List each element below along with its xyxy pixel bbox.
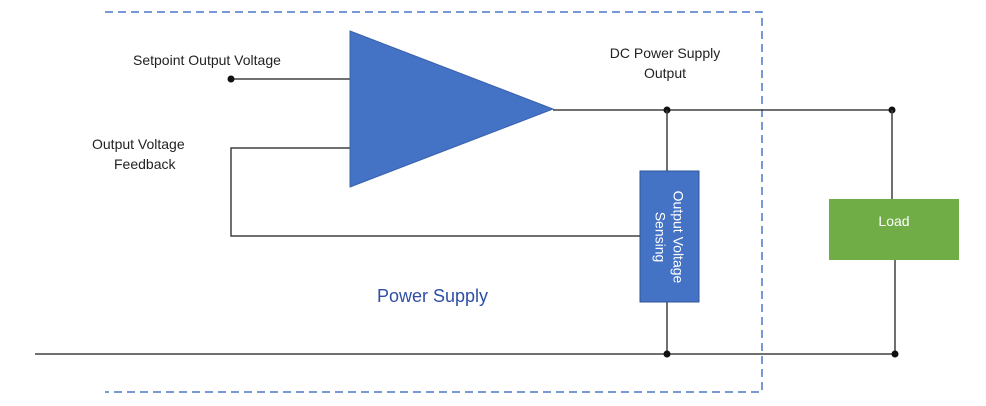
load-label: Load bbox=[878, 213, 910, 229]
sensing-label-line1: Output Voltage bbox=[670, 190, 687, 284]
dc-output-label: DC Power Supply Output bbox=[597, 43, 733, 83]
power-supply-label: Power Supply bbox=[377, 286, 489, 306]
power-supply-boundary bbox=[105, 11, 763, 393]
feedback-label: Output Voltage Feedback bbox=[92, 134, 185, 174]
feedback-label-line1: Output Voltage bbox=[92, 136, 185, 152]
ground-junction-load bbox=[891, 350, 899, 358]
sensing-label-line2: Sensing bbox=[652, 211, 669, 263]
setpoint-terminal bbox=[227, 75, 235, 83]
sensing-block bbox=[639, 170, 700, 303]
ground-junction-sensing bbox=[663, 350, 671, 358]
sensing-label: Output Voltage Sensing bbox=[652, 172, 688, 303]
dc-output-label-line2: Output bbox=[643, 65, 687, 81]
dc-output-label-line1: DC Power Supply bbox=[609, 45, 721, 61]
feedback-label-line2: Feedback bbox=[114, 156, 176, 172]
load-block bbox=[829, 199, 959, 260]
setpoint-label: Setpoint Output Voltage bbox=[133, 52, 281, 68]
amplifier-triangle bbox=[349, 30, 555, 188]
feedback-wire bbox=[230, 147, 640, 237]
